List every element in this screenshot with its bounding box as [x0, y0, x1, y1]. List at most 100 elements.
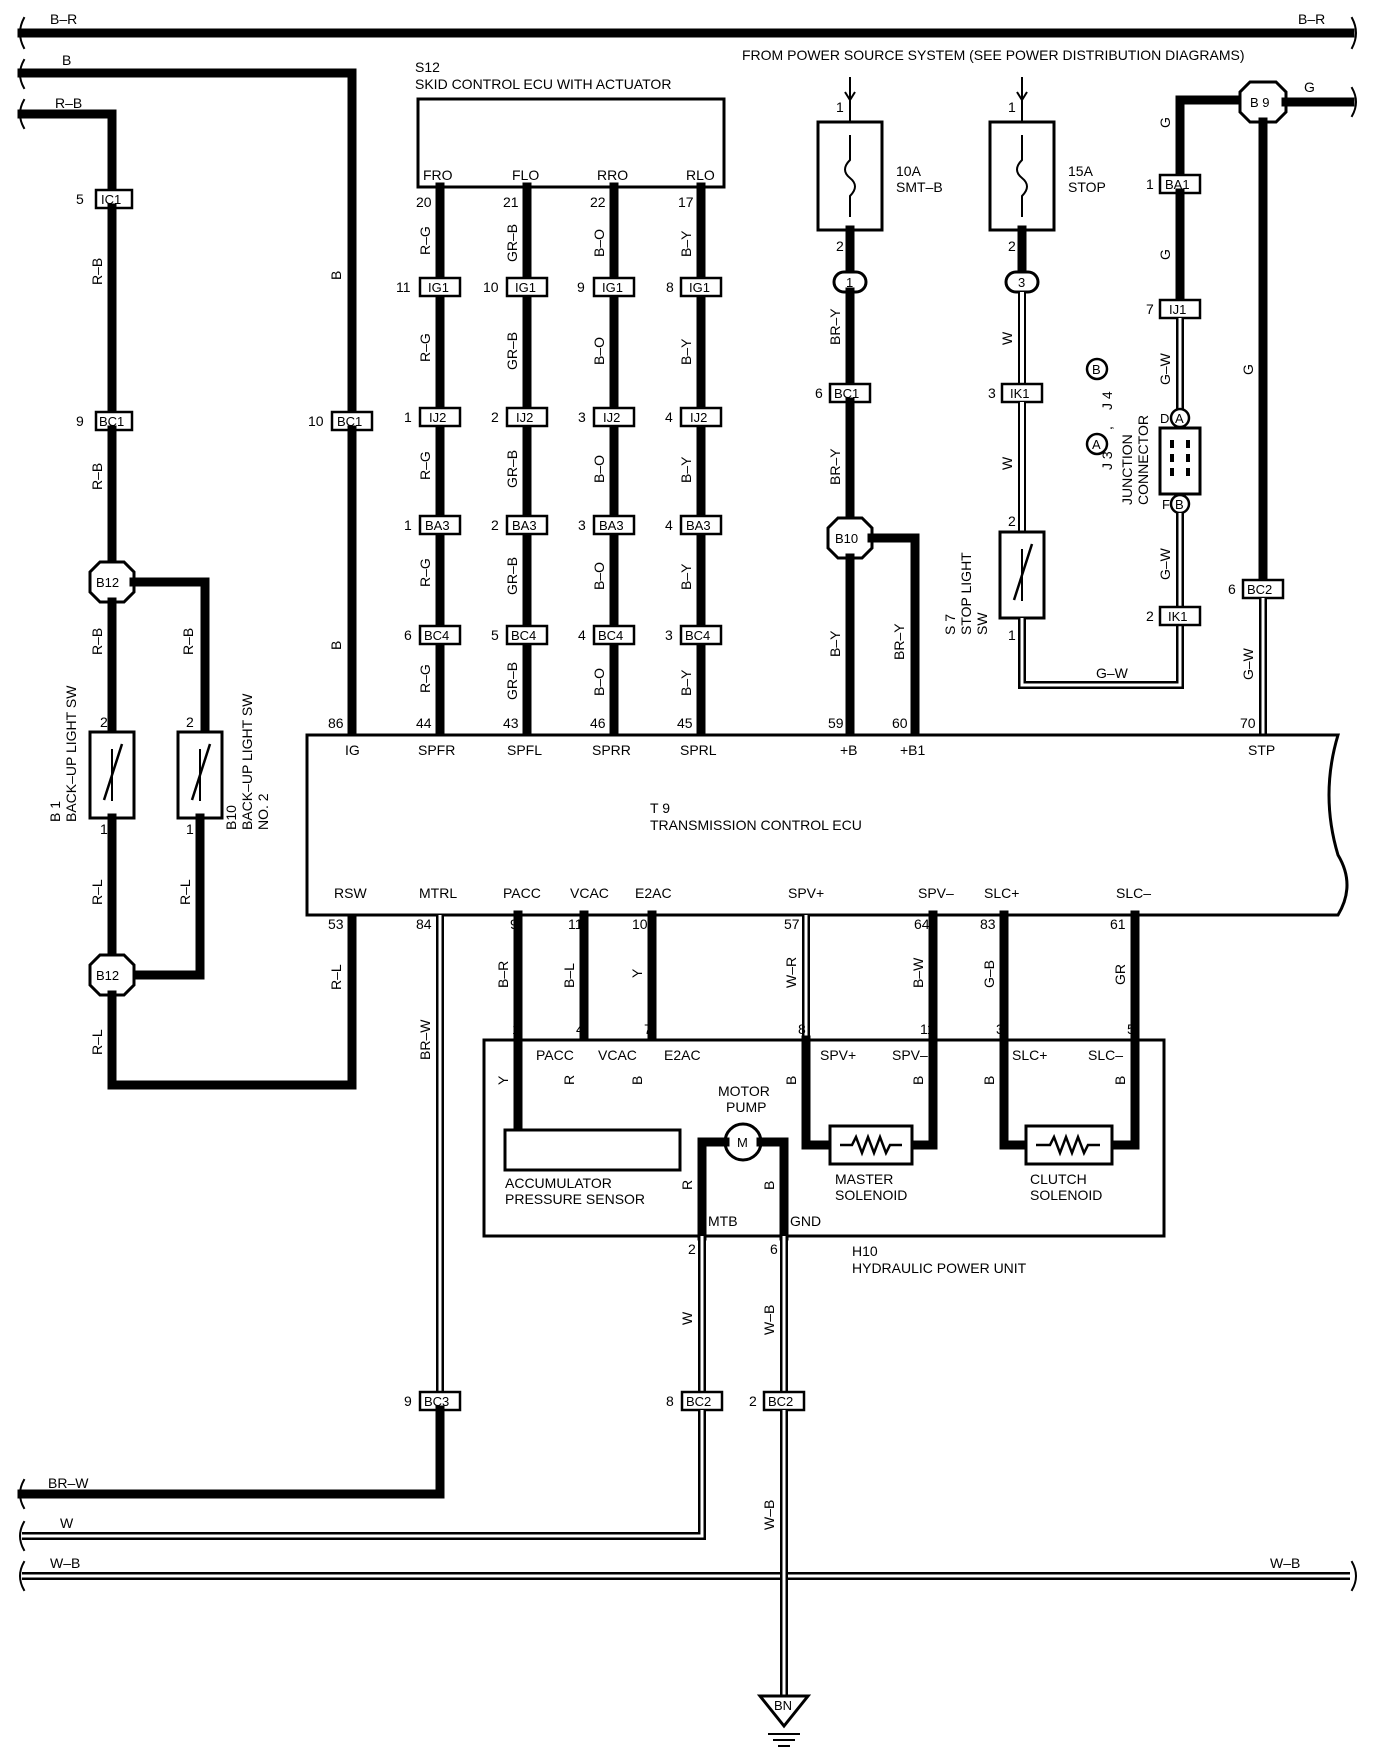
svg-text:BACK–UP LIGHT SW: BACK–UP LIGHT SW — [63, 685, 79, 822]
svg-text:PACC: PACC — [503, 885, 541, 901]
svg-text:84: 84 — [416, 916, 432, 932]
svg-text:,: , — [1099, 426, 1115, 430]
svg-text:IG1: IG1 — [515, 280, 536, 295]
svg-text:STOP: STOP — [1068, 179, 1106, 195]
svg-text:2: 2 — [186, 714, 194, 730]
svg-text:B: B — [1092, 362, 1101, 377]
svg-text:J 3: J 3 — [1099, 451, 1115, 470]
svg-text:IJ2: IJ2 — [516, 410, 533, 425]
svg-text:1: 1 — [1008, 99, 1016, 115]
power-source-note: FROM POWER SOURCE SYSTEM (SEE POWER DIST… — [742, 47, 1244, 63]
svg-text:B10: B10 — [835, 531, 858, 546]
svg-text:IJ2: IJ2 — [429, 410, 446, 425]
accumulator-pressure-sensor — [503, 1128, 682, 1172]
svg-text:G: G — [1157, 249, 1173, 260]
svg-text:7: 7 — [1146, 301, 1154, 317]
svg-text:44: 44 — [416, 715, 432, 731]
svg-text:B: B — [910, 1076, 926, 1085]
svg-text:B: B — [328, 271, 344, 280]
svg-text:W: W — [999, 456, 1015, 470]
svg-text:R–G: R–G — [417, 664, 433, 693]
svg-text:R–G: R–G — [417, 451, 433, 480]
splice-b12-bottom — [88, 953, 136, 997]
svg-text:21: 21 — [503, 194, 519, 210]
svg-text:BR–Y: BR–Y — [891, 623, 907, 660]
svg-text:11: 11 — [396, 279, 411, 295]
svg-text:46: 46 — [590, 715, 606, 731]
svg-text:Y: Y — [495, 1075, 511, 1085]
svg-text:BC2: BC2 — [768, 1394, 793, 1409]
svg-text:B12: B12 — [96, 968, 119, 983]
svg-text:1: 1 — [846, 275, 853, 290]
svg-text:GR–B: GR–B — [504, 662, 520, 700]
svg-text:B–O: B–O — [591, 455, 607, 483]
svg-text:IG: IG — [345, 742, 360, 758]
svg-text:BA3: BA3 — [686, 518, 711, 533]
svg-text:B 1: B 1 — [47, 801, 63, 822]
rail-br-label-left: B–R — [50, 11, 77, 27]
svg-text:1: 1 — [404, 517, 412, 533]
svg-text:B: B — [629, 1076, 645, 1085]
svg-text:BR–Y: BR–Y — [827, 448, 843, 485]
svg-text:1: 1 — [186, 821, 194, 837]
svg-text:G–W: G–W — [1096, 665, 1129, 681]
svg-text:B: B — [62, 52, 71, 68]
svg-text:BA3: BA3 — [512, 518, 537, 533]
svg-text:1: 1 — [1146, 176, 1154, 192]
svg-text:W–B: W–B — [1270, 1555, 1300, 1571]
svg-text:4: 4 — [665, 409, 673, 425]
svg-text:T 9: T 9 — [650, 800, 670, 816]
svg-text:2: 2 — [836, 238, 844, 254]
svg-text:SPFL: SPFL — [507, 742, 542, 758]
svg-text:STOP LIGHT: STOP LIGHT — [958, 552, 974, 635]
svg-text:SPV+: SPV+ — [820, 1047, 856, 1063]
svg-text:BA1: BA1 — [1165, 177, 1190, 192]
svg-text:FLO: FLO — [512, 167, 539, 183]
svg-text:B: B — [981, 1076, 997, 1085]
svg-text:3: 3 — [578, 517, 586, 533]
svg-text:6: 6 — [404, 627, 412, 643]
svg-text:VCAC: VCAC — [598, 1047, 637, 1063]
svg-text:A: A — [1092, 437, 1101, 452]
svg-text:2: 2 — [1146, 608, 1154, 624]
svg-text:R: R — [561, 1075, 577, 1085]
ig-wire: BC1 10 B B — [308, 271, 374, 740]
svg-text:PUMP: PUMP — [726, 1099, 766, 1115]
svg-text:W: W — [999, 331, 1015, 345]
svg-text:6: 6 — [770, 1241, 778, 1257]
svg-text:+B: +B — [840, 742, 858, 758]
speed-sensor-wires: IG1 IG1 IG1 IG1 11 10 9 8 IJ2 IJ2 IJ2 IJ… — [396, 182, 723, 740]
svg-text:W–R: W–R — [783, 957, 799, 988]
svg-text:R–L: R–L — [89, 1029, 105, 1055]
svg-text:B–Y: B–Y — [678, 230, 694, 257]
svg-text:SPV–: SPV– — [892, 1047, 928, 1063]
svg-text:5: 5 — [1127, 1021, 1135, 1037]
svg-text:3: 3 — [996, 1021, 1004, 1037]
fuse-10a-smt-b: 1 2 10A SMT–B 1 BR–Y BC1 6 BR–Y B10 B–Y … — [815, 77, 943, 740]
lower-harness: W W–B BC3 9 BC2 8 BC2 2 BR–W W W–B W–B W… — [17, 1236, 1357, 1747]
svg-text:10: 10 — [483, 279, 499, 295]
svg-text:9: 9 — [577, 279, 585, 295]
svg-text:PACC: PACC — [536, 1047, 574, 1063]
rail-br-label-right: B–R — [1298, 11, 1325, 27]
svg-text:MASTER: MASTER — [835, 1171, 893, 1187]
junction-connector — [1158, 426, 1202, 496]
svg-text:STP: STP — [1248, 742, 1275, 758]
svg-text:SLC–: SLC– — [1088, 1047, 1123, 1063]
svg-text:B12: B12 — [96, 575, 119, 590]
svg-text:GR–B: GR–B — [504, 450, 520, 488]
svg-text:1: 1 — [512, 1021, 520, 1037]
svg-text:E2AC: E2AC — [664, 1047, 701, 1063]
svg-text:60: 60 — [892, 715, 908, 731]
svg-text:B: B — [328, 641, 344, 650]
svg-text:R–L: R–L — [89, 879, 105, 905]
svg-text:11: 11 — [920, 1021, 935, 1037]
t9-transmission-control-ecu: T 9 TRANSMISSION CONTROL ECU 86 44 43 46… — [305, 715, 1349, 932]
svg-text:B–O: B–O — [591, 337, 607, 365]
svg-text:R–G: R–G — [417, 558, 433, 587]
svg-text:7: 7 — [644, 1021, 652, 1037]
svg-text:5: 5 — [491, 627, 499, 643]
svg-text:IG1: IG1 — [428, 280, 449, 295]
svg-text:8: 8 — [798, 1021, 806, 1037]
svg-text:A: A — [1175, 411, 1184, 426]
